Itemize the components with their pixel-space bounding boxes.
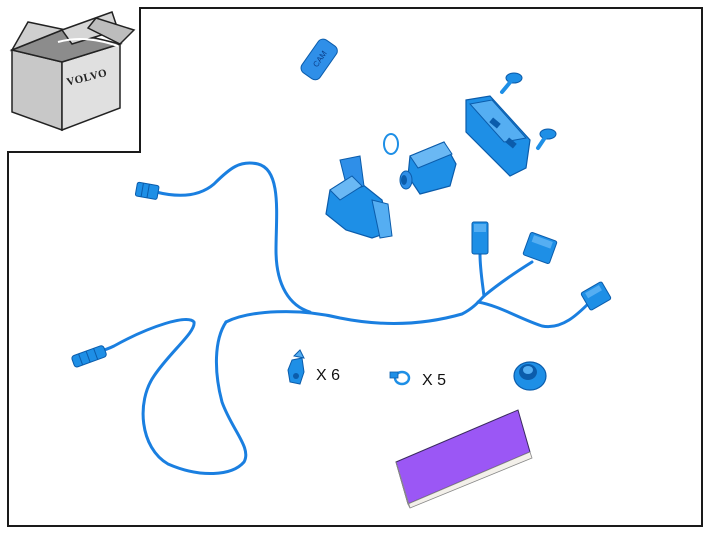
- diagram-frame: [7, 7, 703, 527]
- harness-connector-left-plug: [71, 345, 107, 368]
- wiring-harness: [90, 161, 592, 475]
- camera-rail-bracket: [465, 95, 531, 177]
- cam-tag: CAM: [300, 38, 338, 81]
- grommet-cap: [513, 361, 547, 391]
- camera-unit: [399, 141, 457, 195]
- camera-housing: [325, 155, 393, 239]
- clip-quantity-label: X 6: [316, 367, 340, 384]
- harness-connector-camera: [471, 221, 489, 255]
- cable-clip-icon: [287, 349, 305, 385]
- tie-quantity-label: X 5: [422, 372, 446, 389]
- parts-box-icon: VOLVO: [9, 11, 136, 132]
- harness-connector-top-left: [134, 181, 160, 200]
- o-ring: [383, 133, 399, 155]
- screw-top: [500, 72, 523, 94]
- harness-connector-right: [580, 281, 612, 311]
- cable-tie-icon: [389, 370, 411, 386]
- adhesive-pad: [395, 409, 533, 509]
- screw-bottom: [536, 128, 557, 150]
- harness-connector-angled: [522, 231, 558, 265]
